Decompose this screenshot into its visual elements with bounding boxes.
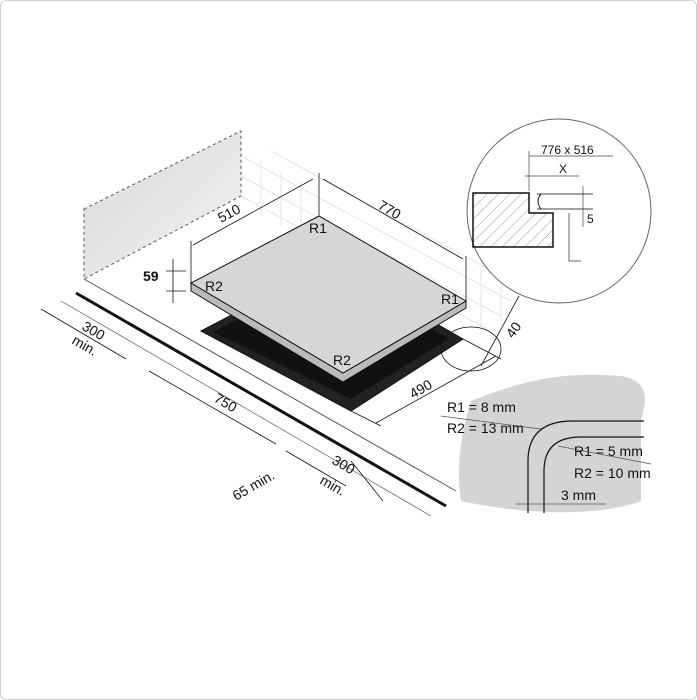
- x-label: X: [559, 162, 567, 176]
- cutout-size-label: 776 x 516: [541, 143, 594, 157]
- corner-r1-right: R1: [441, 291, 459, 307]
- cutout-width-label: 750: [212, 390, 240, 416]
- section-detail: 776 x 516 X 5: [466, 118, 652, 304]
- corner-r2-bottom: R2: [333, 352, 351, 368]
- front-clearance-label: 65 min.: [230, 467, 278, 504]
- thickness-label: 5: [587, 212, 594, 226]
- corner-r1-top: R1: [309, 220, 327, 236]
- inner-r1-label: R1 = 5 mm: [574, 443, 643, 459]
- right-clearance-note: min.: [318, 472, 349, 499]
- front-gap-label: 40: [502, 319, 524, 341]
- back-wall: [83, 130, 242, 280]
- gap-label: 3 mm: [561, 487, 596, 503]
- inner-r2-label: R2 = 10 mm: [574, 465, 651, 481]
- hob-top: [189, 215, 467, 374]
- radius-detail: R1 = 8 mm R2 = 13 mm R1 = 5 mm R2 = 10 m…: [440, 374, 652, 513]
- outer-r1-label: R1 = 8 mm: [447, 399, 516, 415]
- outer-r2-label: R2 = 13 mm: [447, 420, 524, 436]
- countertop-edge: [60, 278, 457, 517]
- cutout-depth-label: 490: [407, 376, 435, 402]
- height-label: 59: [143, 268, 159, 284]
- dimension-lines: [40, 173, 520, 502]
- width-label: 770: [376, 197, 404, 223]
- corner-r2-left: R2: [205, 278, 223, 294]
- right-clearance-label: 300: [330, 452, 358, 478]
